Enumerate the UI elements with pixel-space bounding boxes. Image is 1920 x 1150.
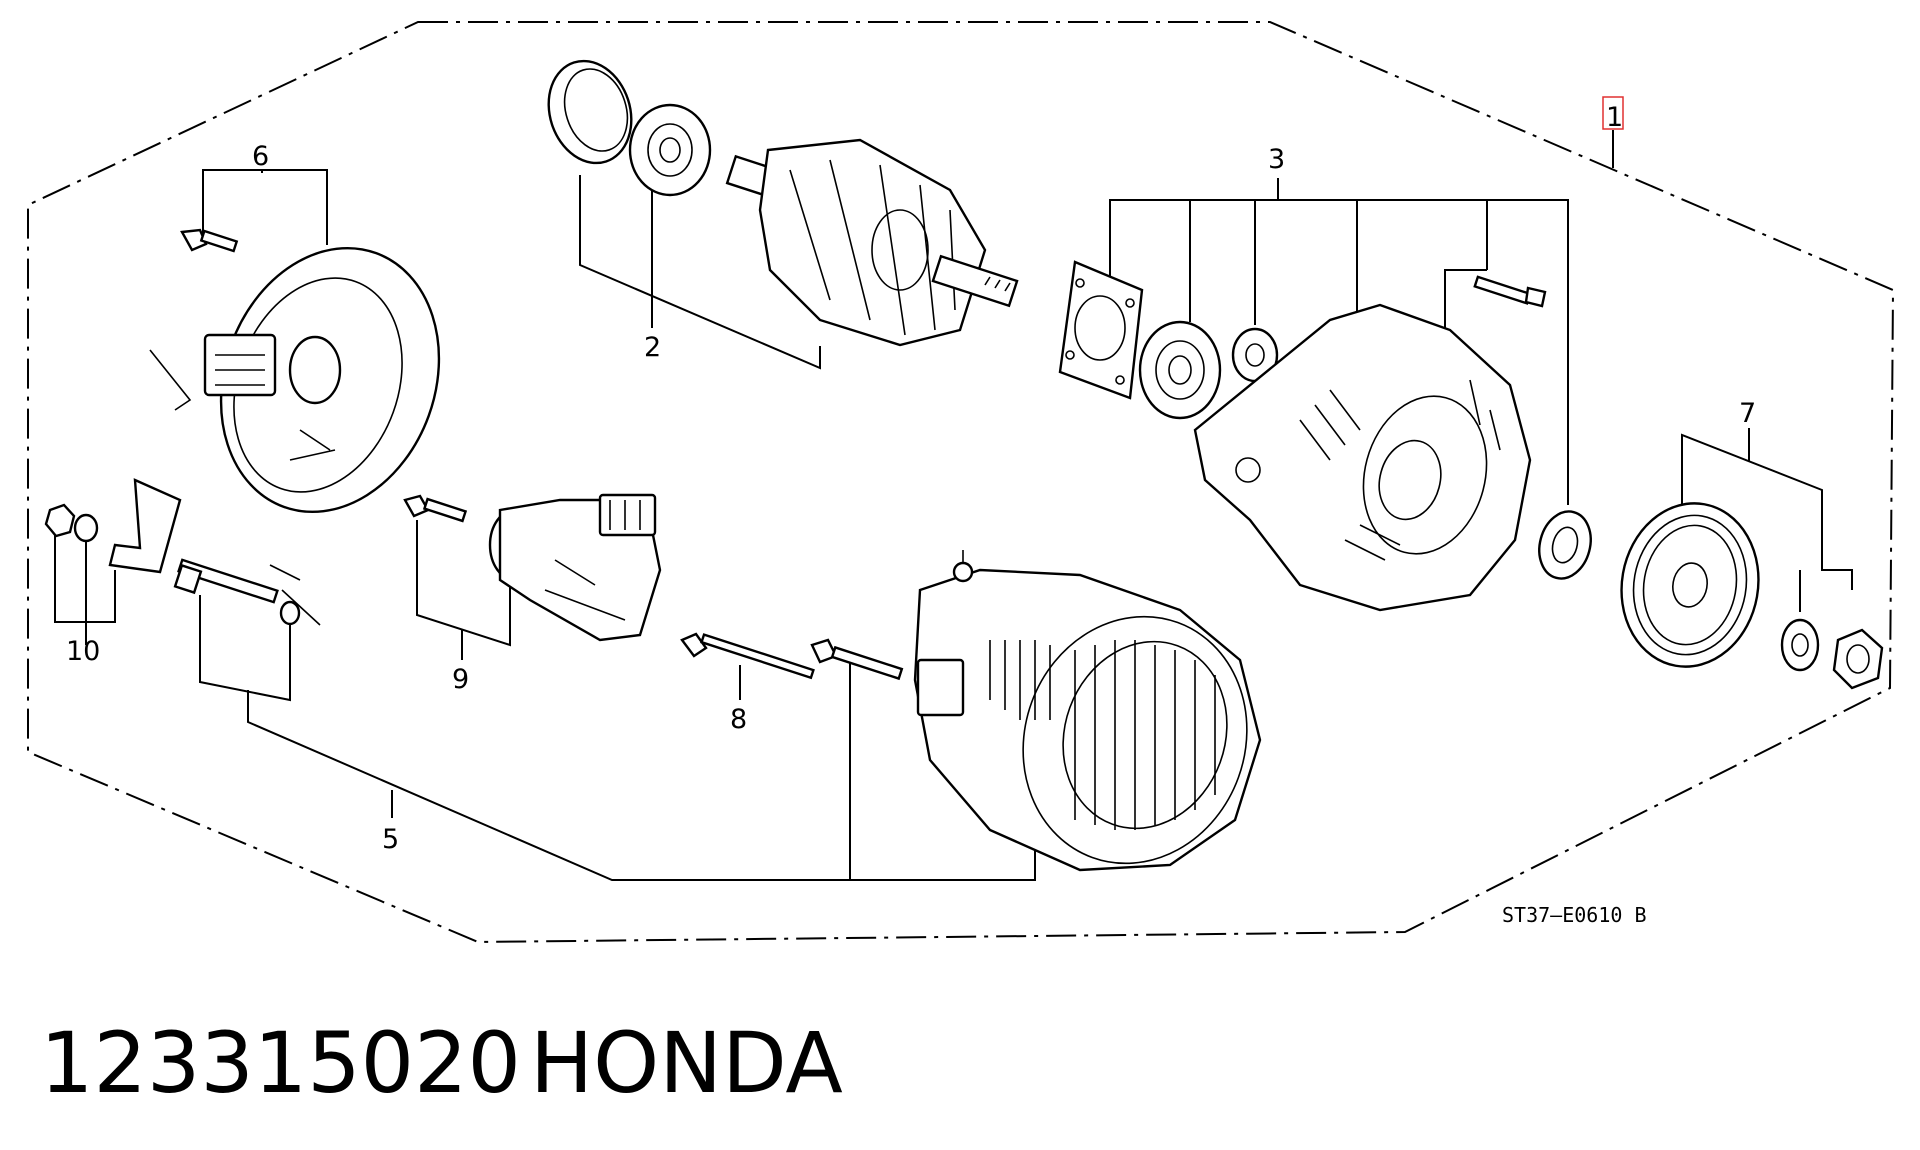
pulley-part bbox=[1620, 502, 1760, 668]
callout-7[interactable]: 7 bbox=[1739, 398, 1756, 429]
terminal-nut-part bbox=[44, 503, 99, 543]
housing-bolt-part bbox=[1473, 275, 1547, 308]
pulley-washer-part bbox=[1780, 618, 1820, 672]
callout-2[interactable]: 2 bbox=[644, 332, 661, 363]
callout-9[interactable]: 9 bbox=[452, 664, 469, 695]
through-bolt-left-part bbox=[173, 558, 279, 604]
callout-8[interactable]: 8 bbox=[730, 704, 747, 735]
rear-cover-part bbox=[149, 246, 441, 514]
callout-1[interactable]: 1 bbox=[1606, 102, 1623, 133]
callout-6[interactable]: 6 bbox=[252, 141, 269, 172]
callout-numbers: 1 2 3 5 6 7 8 9 10 bbox=[66, 96, 1756, 855]
callout-1-highlight bbox=[1602, 96, 1624, 130]
cover-bolt-part bbox=[180, 228, 239, 253]
drawing-code: ST37–E0610 B bbox=[1502, 903, 1647, 927]
bearing-cover-part bbox=[547, 59, 633, 165]
front-bearing-part bbox=[628, 103, 712, 197]
pulley-nut-part bbox=[1832, 628, 1884, 690]
terminal-bracket-part bbox=[108, 478, 182, 574]
voltage-regulator-part bbox=[488, 493, 662, 642]
stator-bolt-part bbox=[810, 638, 904, 681]
assembly-boundary bbox=[27, 21, 1895, 944]
brand-caption: HONDA bbox=[530, 1014, 843, 1112]
bearing-plate-part bbox=[1058, 260, 1144, 400]
rear-housing-part bbox=[913, 550, 1262, 872]
rear-bearing-part bbox=[1138, 320, 1222, 420]
part-number-caption: 123315020 bbox=[40, 1014, 521, 1112]
regulator-bolt-part bbox=[403, 494, 468, 523]
spacer-part bbox=[1538, 510, 1592, 580]
drive-end-housing-part bbox=[1193, 303, 1532, 612]
callout-5[interactable]: 5 bbox=[382, 824, 399, 855]
long-bolt-part bbox=[680, 632, 815, 680]
callout-3[interactable]: 3 bbox=[1268, 144, 1285, 175]
rotor-part bbox=[725, 138, 1019, 347]
through-bolt-small-part bbox=[269, 564, 321, 626]
callout-10[interactable]: 10 bbox=[66, 636, 100, 667]
